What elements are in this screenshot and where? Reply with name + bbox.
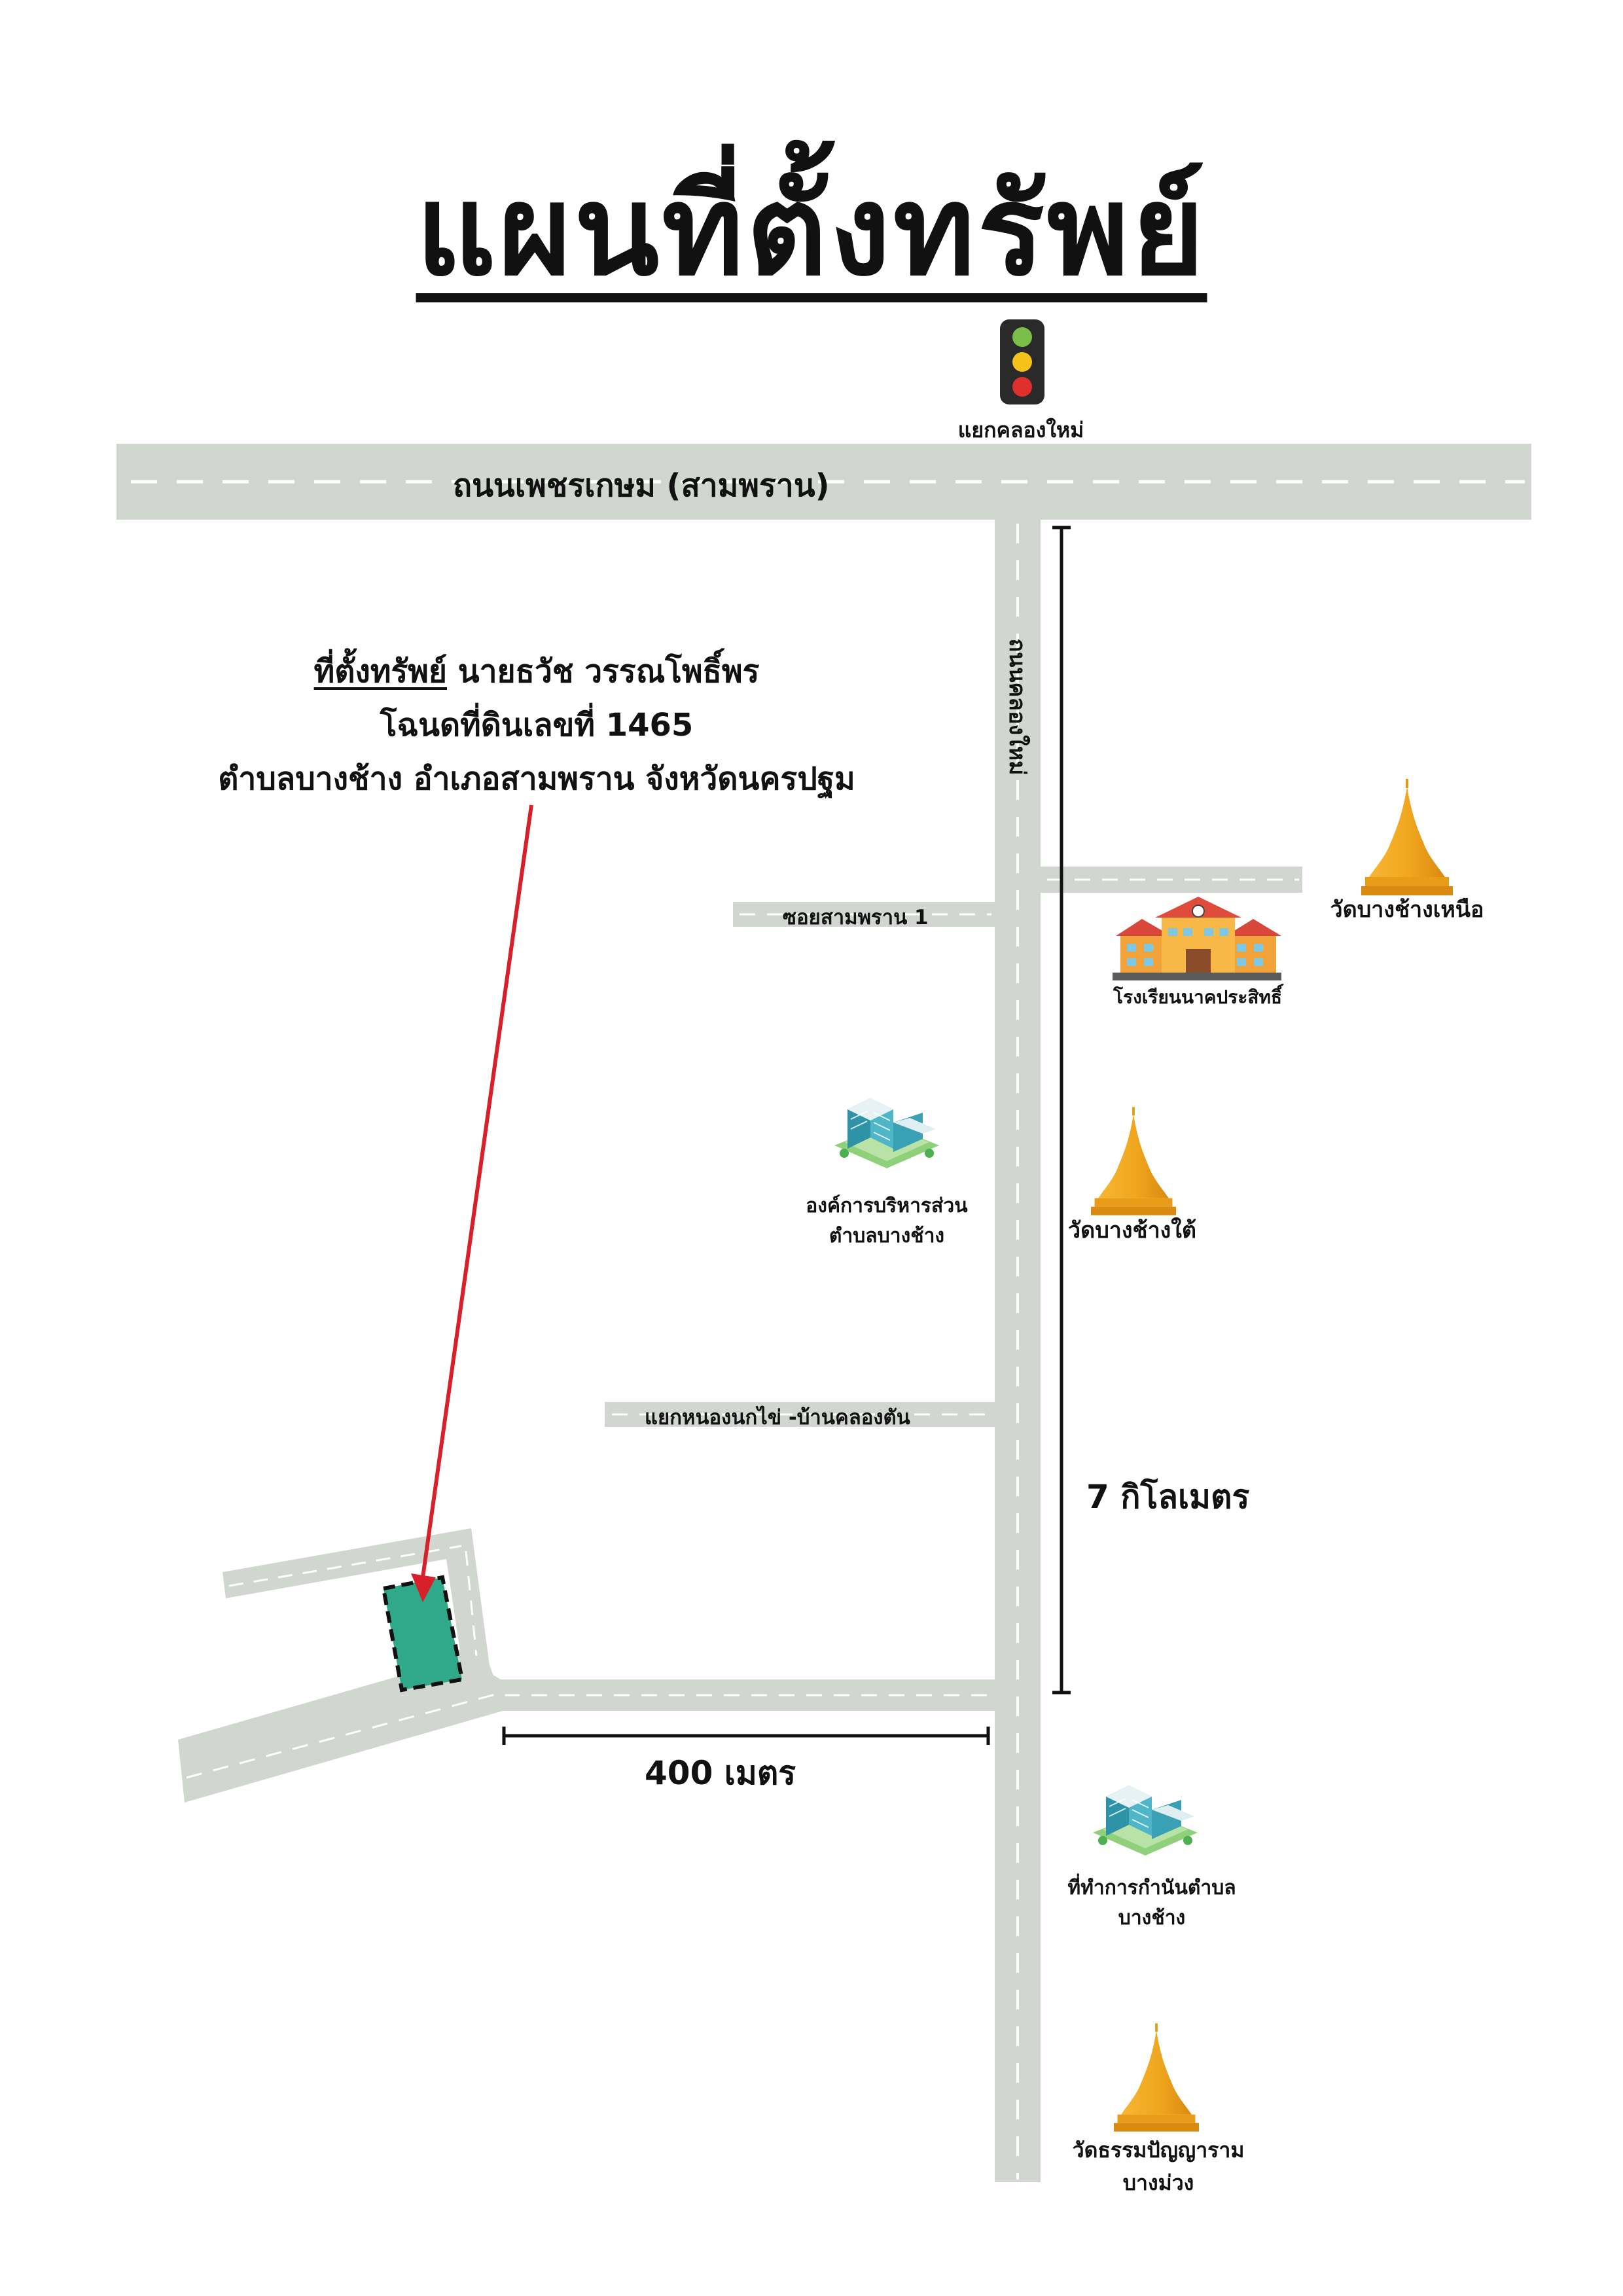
pointer-arrow	[411, 804, 533, 1602]
vertical-road	[995, 520, 1041, 2182]
pagoda-icon-wat-north	[1361, 779, 1453, 895]
junction-road-label: แยกหนองนกไข่ -บ้านคลองตัน	[645, 1406, 910, 1429]
side-road-right	[1041, 867, 1302, 893]
soi-road-left	[733, 902, 995, 927]
kamnan-label-line2: บางช้าง	[1118, 1907, 1186, 1929]
wat-north-label: วัดบางช้างเหนือ	[1330, 897, 1484, 923]
wat-thammapanya-line2: บางม่วง	[1122, 2170, 1194, 2195]
access-road	[178, 1528, 995, 1803]
distance-horizontal-label: 400 เมตร	[645, 1754, 796, 1792]
property-info: ที่ตั้งทรัพย์ นายธวัช วรรณโพธิ์พร โฉนดที…	[118, 645, 955, 806]
sao-label: องค์การบริหารส่วน ตำบลบางช้าง	[779, 1191, 995, 1251]
distance-vertical-label: 7 กิโลเมตร	[1086, 1478, 1250, 1516]
vertical-road-label: ถนนคลองใหม่	[1004, 638, 1030, 776]
property-heading: ที่ตั้งทรัพย์	[313, 653, 448, 690]
pagoda-icon-wat-thammapanya	[1114, 2023, 1199, 2132]
school-label: โรงเรียนนาคประสิทธิ์	[1113, 986, 1282, 1008]
kamnan-label-line1: ที่ทำการกำนันตำบล	[1067, 1876, 1236, 1899]
distance-marker-horizontal	[502, 1727, 990, 1745]
office-building-icon-kamnan	[1092, 1785, 1198, 1856]
property-owner: นายธวัช วรรณโพธิ์พร	[457, 653, 760, 690]
main-highway	[116, 444, 1531, 520]
sao-label-line2: ตำบลบางช้าง	[829, 1225, 945, 1247]
traffic-light-icon	[1000, 319, 1044, 404]
traffic-light-label: แยกคลองใหม่	[957, 418, 1084, 442]
sao-label-line1: องค์การบริหารส่วน	[806, 1194, 968, 1217]
pagoda-icon-wat-south	[1091, 1107, 1176, 1215]
page-title: แผนที่ตั้งทรัพย์	[416, 158, 1207, 303]
distance-marker-vertical	[1052, 526, 1071, 1695]
wat-thammapanya-line1: วัดธรรมปัญญาราม	[1072, 2138, 1245, 2162]
wat-thammapanya-label: วัดธรรมปัญญาราม บางม่วง	[1047, 2134, 1270, 2199]
main-highway-label: ถนนเพชรเกษม (สามพราน)	[453, 467, 830, 504]
wat-south-label: วัดบางช้างใต้	[1068, 1217, 1196, 1244]
kamnan-office-label: ที่ทำการกำนันตำบล บางช้าง	[1047, 1873, 1257, 1933]
school-building-icon	[1113, 897, 1281, 980]
office-building-icon-sao	[834, 1098, 940, 1169]
property-deed: โฉนดที่ดินเลขที่ 1465	[380, 707, 694, 744]
soi-road-label: ซอยสามพราน 1	[783, 906, 929, 929]
junction-road	[605, 1402, 995, 1427]
property-location: ตำบลบางช้าง อำเภอสามพราน จังหวัดนครปฐม	[218, 761, 855, 797]
